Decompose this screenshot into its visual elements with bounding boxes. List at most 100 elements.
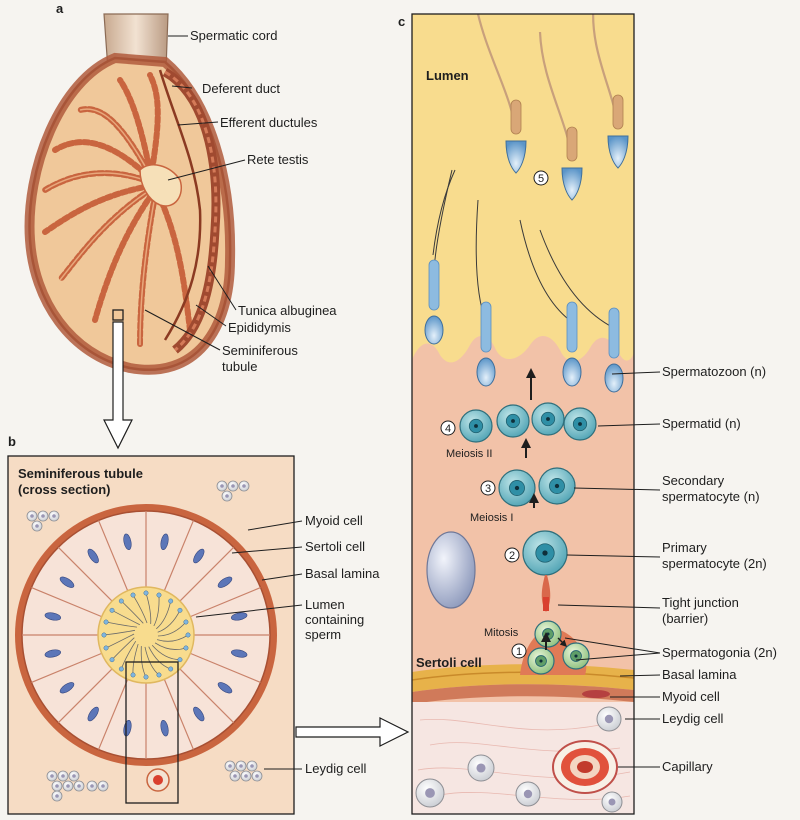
label-tight-junction-2: (barrier) [662, 611, 708, 626]
sperm-midpiece [609, 308, 619, 358]
step-2: 2 [509, 550, 515, 562]
label-spermatogonia: Spermatogonia (2n) [662, 645, 777, 660]
panel-a-letter: a [56, 1, 64, 16]
label-primary-1: Primary [662, 540, 707, 555]
sperm-head [178, 657, 182, 661]
tubule-title-2: (cross section) [18, 482, 110, 497]
leydig-nucleus [72, 774, 76, 778]
sperm-midpiece [511, 100, 521, 134]
spermatid-nucleolus [511, 419, 515, 423]
sperm-head [119, 667, 123, 671]
sperm-midpiece [613, 95, 623, 129]
secondary-spermatocyte-nucleolus [515, 486, 519, 490]
panel-b-tubule: b Seminiferous tubule (cross section) My… [8, 434, 408, 814]
leydig-nucleus [250, 764, 254, 768]
sperm-head [131, 673, 135, 677]
panel-b-letter: b [8, 434, 16, 449]
label-spermatic-cord: Spermatic cord [190, 28, 277, 43]
leydig-nucleus [90, 784, 94, 788]
sperm-head [144, 591, 148, 595]
leydig-nucleus [50, 774, 54, 778]
sperm-head [110, 608, 114, 612]
step-1: 1 [516, 646, 522, 658]
spermatogonium-nucleolus [574, 654, 577, 657]
sperm-head [110, 657, 114, 661]
step-5: 5 [538, 173, 544, 185]
label-basal-lamina-b: Basal lamina [305, 566, 380, 581]
label-sertoli-cell-c: Sertoli cell [416, 655, 482, 670]
sperm-head [104, 646, 108, 650]
label-rete-testis: Rete testis [247, 152, 309, 167]
leydig-nucleus [605, 715, 613, 723]
label-myoid-cell-b: Myoid cell [305, 513, 363, 528]
label-meiosis-1: Meiosis I [470, 512, 513, 524]
leydig-nucleus [225, 494, 229, 498]
arrow-right-icon [296, 718, 408, 746]
sperm-head [119, 599, 123, 603]
label-basal-lamina-c: Basal lamina [662, 667, 737, 682]
label-primary-2: spermatocyte (2n) [662, 556, 767, 571]
sperm-head [144, 675, 148, 679]
leydig-nucleus [425, 788, 435, 798]
sperm-head [157, 593, 161, 597]
sperm-head [186, 633, 190, 637]
label-mitosis: Mitosis [484, 627, 519, 639]
label-lumen-c: Lumen [426, 68, 469, 83]
sperm-head [168, 599, 172, 603]
sperm-head [563, 358, 581, 386]
sperm-midpiece [567, 127, 577, 161]
step-3: 3 [485, 483, 491, 495]
label-seminiferous-2: tubule [222, 359, 257, 374]
sperm-head [605, 364, 623, 392]
capillary-shape [553, 741, 617, 793]
sperm-head [184, 646, 188, 650]
sperm-head [184, 620, 188, 624]
label-deferent-duct: Deferent duct [202, 81, 280, 96]
sperm-midpiece [481, 302, 491, 352]
sperm-head [104, 620, 108, 624]
tubule-lumen [98, 587, 194, 683]
leydig-nucleus [220, 484, 224, 488]
leydig-nucleus [55, 794, 59, 798]
label-efferent-ductules: Efferent ductules [220, 115, 318, 130]
label-leydig-cell-c: Leydig cell [662, 711, 724, 726]
sperm-midpiece [567, 302, 577, 352]
leydig-nucleus [55, 784, 59, 788]
leydig-nucleus [77, 784, 81, 788]
label-tight-junction-1: Tight junction [662, 595, 739, 610]
tight-junction-marker [543, 597, 549, 611]
label-spermatid: Spermatid (n) [662, 416, 741, 431]
sperm-head [157, 673, 161, 677]
label-sertoli-cell-b: Sertoli cell [305, 539, 365, 554]
leydig-nucleus [35, 524, 39, 528]
leydig-nucleus [244, 774, 248, 778]
leydig-nucleus [609, 799, 616, 806]
label-secondary-2: spermatocyte (n) [662, 489, 760, 504]
tubule-title-1: Seminiferous tubule [18, 466, 143, 481]
leydig-nucleus [476, 763, 485, 772]
leydig-nucleus [61, 774, 65, 778]
leydig-nucleus [233, 774, 237, 778]
sperm-head [477, 358, 495, 386]
label-lumen-1: Lumen [305, 597, 345, 612]
leydig-nucleus [242, 484, 246, 488]
sperm-head [168, 667, 172, 671]
sperm-head [131, 593, 135, 597]
leydig-nucleus [255, 774, 259, 778]
sperm-midpiece [429, 260, 439, 310]
primary-spermatocyte-nucleolus [542, 550, 547, 555]
label-leydig-cell-b: Leydig cell [305, 761, 367, 776]
step-4: 4 [445, 423, 451, 435]
panel-c-letter: c [398, 14, 405, 29]
leydig-nucleus [30, 514, 34, 518]
spermatid-nucleolus [578, 422, 582, 426]
leydig-nucleus [52, 514, 56, 518]
label-spermatozoon: Spermatozoon (n) [662, 364, 766, 379]
label-lumen-2: containing [305, 612, 364, 627]
leydig-nucleus [231, 484, 235, 488]
label-lumen-3: sperm [305, 627, 341, 642]
leydig-nucleus [41, 514, 45, 518]
leydig-nucleus [101, 784, 105, 788]
sperm-head [178, 608, 182, 612]
myoid-nucleus [582, 690, 610, 698]
